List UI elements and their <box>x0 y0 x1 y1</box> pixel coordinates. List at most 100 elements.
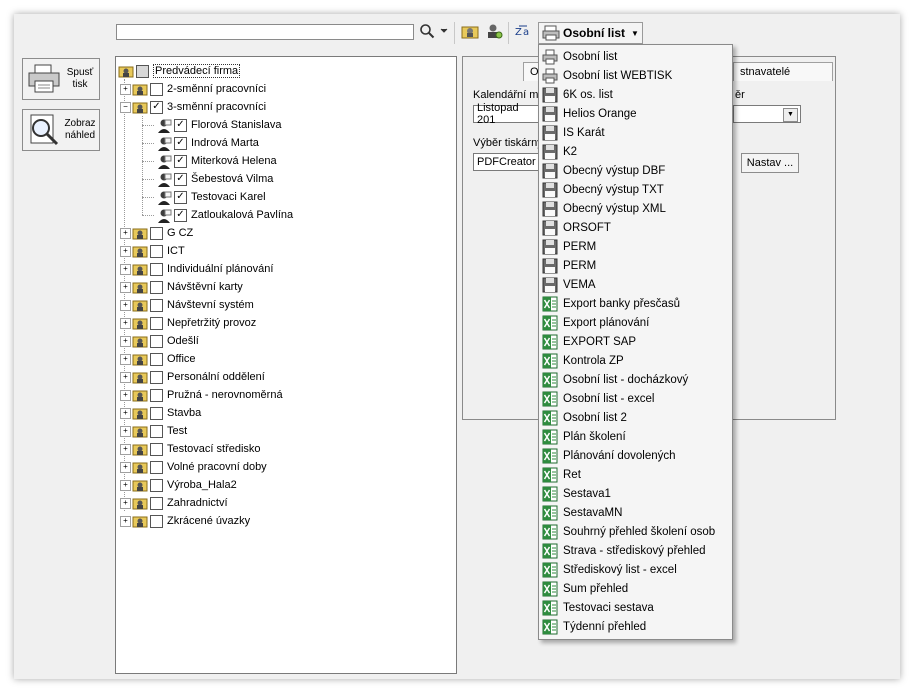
tab-recipients[interactable]: stnavatelé <box>733 62 833 81</box>
menu-item[interactable]: Osobní list <box>541 47 729 66</box>
menu-item[interactable]: K2 <box>541 142 729 161</box>
print-button[interactable]: Spusť tisk <box>22 58 100 100</box>
tree-person-checkbox[interactable]: ✓ <box>174 190 187 204</box>
folder-person-icon[interactable] <box>460 22 480 40</box>
menu-item[interactable]: Souhrný přehled školení osob <box>541 522 729 541</box>
expand-icon[interactable]: + <box>120 371 131 383</box>
output-profile-dropdown-button[interactable]: Osobní list ▼ <box>538 22 643 44</box>
tree-group-checkbox[interactable] <box>150 496 163 510</box>
expand-icon[interactable]: + <box>120 479 131 491</box>
expand-icon[interactable]: + <box>120 353 131 365</box>
printer-select[interactable]: PDFCreator <box>473 153 539 171</box>
tree-group-checkbox[interactable] <box>150 226 163 240</box>
expand-icon[interactable]: + <box>120 497 131 509</box>
person-settings-icon[interactable] <box>484 22 504 40</box>
preview-button[interactable]: Zobraz náhled <box>22 109 100 151</box>
tree-group-checkbox[interactable] <box>150 370 163 384</box>
tree-person-checkbox[interactable]: ✓ <box>174 136 187 150</box>
menu-item[interactable]: Strava - střediskový přehled <box>541 541 729 560</box>
search-icon[interactable] <box>418 22 436 40</box>
expand-icon[interactable]: + <box>120 425 131 437</box>
tree-group-checkbox[interactable] <box>150 352 163 366</box>
tree-group[interactable]: +Odešlí <box>120 332 199 350</box>
menu-item[interactable]: VEMA <box>541 275 729 294</box>
collapse-icon[interactable]: − <box>120 101 131 113</box>
menu-item[interactable]: Export banky přesčasů <box>541 294 729 313</box>
menu-item[interactable]: Sestava1 <box>541 484 729 503</box>
tree-group-checkbox[interactable] <box>150 424 163 438</box>
menu-item[interactable]: Obecný výstup XML <box>541 199 729 218</box>
expand-icon[interactable]: + <box>120 389 131 401</box>
tree-person[interactable]: ✓Florová Stanislava <box>156 116 282 134</box>
menu-item[interactable]: Osobní list 2 <box>541 408 729 427</box>
tree-group[interactable]: +G CZ <box>120 224 193 242</box>
tree-group[interactable]: +Office <box>120 350 196 368</box>
tree-group[interactable]: +Nepřetržitý provoz <box>120 314 256 332</box>
expand-icon[interactable]: + <box>120 515 131 527</box>
tree-group-checkbox[interactable] <box>150 82 163 96</box>
tree-person[interactable]: ✓Miterková Helena <box>156 152 277 170</box>
menu-item[interactable]: Export plánování <box>541 313 729 332</box>
tree-group[interactable]: +Individuální plánování <box>120 260 273 278</box>
menu-item[interactable]: PERM <box>541 256 729 275</box>
search-dropdown-icon[interactable] <box>438 22 450 40</box>
tree-group-checkbox[interactable] <box>150 442 163 456</box>
tree-group[interactable]: +Pružná - nerovnoměrná <box>120 386 283 404</box>
organization-tree[interactable]: Predvádecí firma+2-směnní pracovníci−✓3-… <box>115 56 457 674</box>
tree-group[interactable]: +Zkrácené úvazky <box>120 512 250 530</box>
direction-select[interactable]: ▼ <box>733 105 801 123</box>
tree-group[interactable]: +Návštěvní karty <box>120 278 243 296</box>
expand-icon[interactable]: + <box>120 83 131 95</box>
tree-person[interactable]: ✓Šebestová Vilma <box>156 170 273 188</box>
menu-item[interactable]: ORSOFT <box>541 218 729 237</box>
tree-person-checkbox[interactable]: ✓ <box>174 208 187 222</box>
menu-item[interactable]: Osobní list - docházkový <box>541 370 729 389</box>
tree-group[interactable]: +Personální oddělení <box>120 368 265 386</box>
menu-item[interactable]: EXPORT SAP <box>541 332 729 351</box>
tree-root[interactable]: Predvádecí firma <box>118 62 241 80</box>
expand-icon[interactable]: + <box>120 461 131 473</box>
tree-group-checkbox[interactable] <box>150 316 163 330</box>
tree-person-checkbox[interactable]: ✓ <box>174 154 187 168</box>
menu-item[interactable]: Ret <box>541 465 729 484</box>
expand-icon[interactable]: + <box>120 227 131 239</box>
tree-group-checkbox[interactable] <box>150 298 163 312</box>
tree-group[interactable]: +2-směnní pracovníci <box>120 80 266 98</box>
tree-group[interactable]: +Testovací středisko <box>120 440 261 458</box>
tree-group-checkbox[interactable] <box>150 460 163 474</box>
root-checkbox[interactable] <box>136 64 149 78</box>
expand-icon[interactable]: + <box>120 299 131 311</box>
menu-item[interactable]: Střediskový list - excel <box>541 560 729 579</box>
menu-item[interactable]: Obecný výstup DBF <box>541 161 729 180</box>
tree-group[interactable]: +ICT <box>120 242 185 260</box>
tree-group[interactable]: +Výroba_Hala2 <box>120 476 237 494</box>
tree-person[interactable]: ✓Zatloukalová Pavlína <box>156 206 293 224</box>
tree-group[interactable]: +Zahradnictví <box>120 494 228 512</box>
tree-group[interactable]: +Volné pracovní doby <box>120 458 267 476</box>
menu-item[interactable]: Osobní list - excel <box>541 389 729 408</box>
chevron-down-icon[interactable]: ▼ <box>783 108 798 122</box>
tree-person-checkbox[interactable]: ✓ <box>174 118 187 132</box>
menu-item[interactable]: IS Karát <box>541 123 729 142</box>
tree-person[interactable]: ✓Indrová Marta <box>156 134 259 152</box>
menu-item[interactable]: Testovaci sestava <box>541 598 729 617</box>
expand-icon[interactable]: + <box>120 281 131 293</box>
tree-group[interactable]: +Návštevní systém <box>120 296 254 314</box>
expand-icon[interactable]: + <box>120 407 131 419</box>
tree-group-checkbox[interactable] <box>150 244 163 258</box>
search-input[interactable] <box>116 24 414 40</box>
tree-group-checkbox[interactable] <box>150 478 163 492</box>
menu-item[interactable]: Týdenní přehled <box>541 617 729 636</box>
expand-icon[interactable]: + <box>120 335 131 347</box>
tree-group[interactable]: −✓3-směnní pracovníci <box>120 98 266 116</box>
menu-item[interactable]: Obecný výstup TXT <box>541 180 729 199</box>
tree-person[interactable]: ✓Testovaci Karel <box>156 188 266 206</box>
tree-group-checkbox[interactable] <box>150 388 163 402</box>
expand-icon[interactable]: + <box>120 245 131 257</box>
menu-item[interactable]: Helios Orange <box>541 104 729 123</box>
menu-item[interactable]: Sum přehled <box>541 579 729 598</box>
tree-group[interactable]: +Stavba <box>120 404 201 422</box>
tree-group-checkbox[interactable] <box>150 514 163 528</box>
tree-group-checkbox[interactable] <box>150 334 163 348</box>
